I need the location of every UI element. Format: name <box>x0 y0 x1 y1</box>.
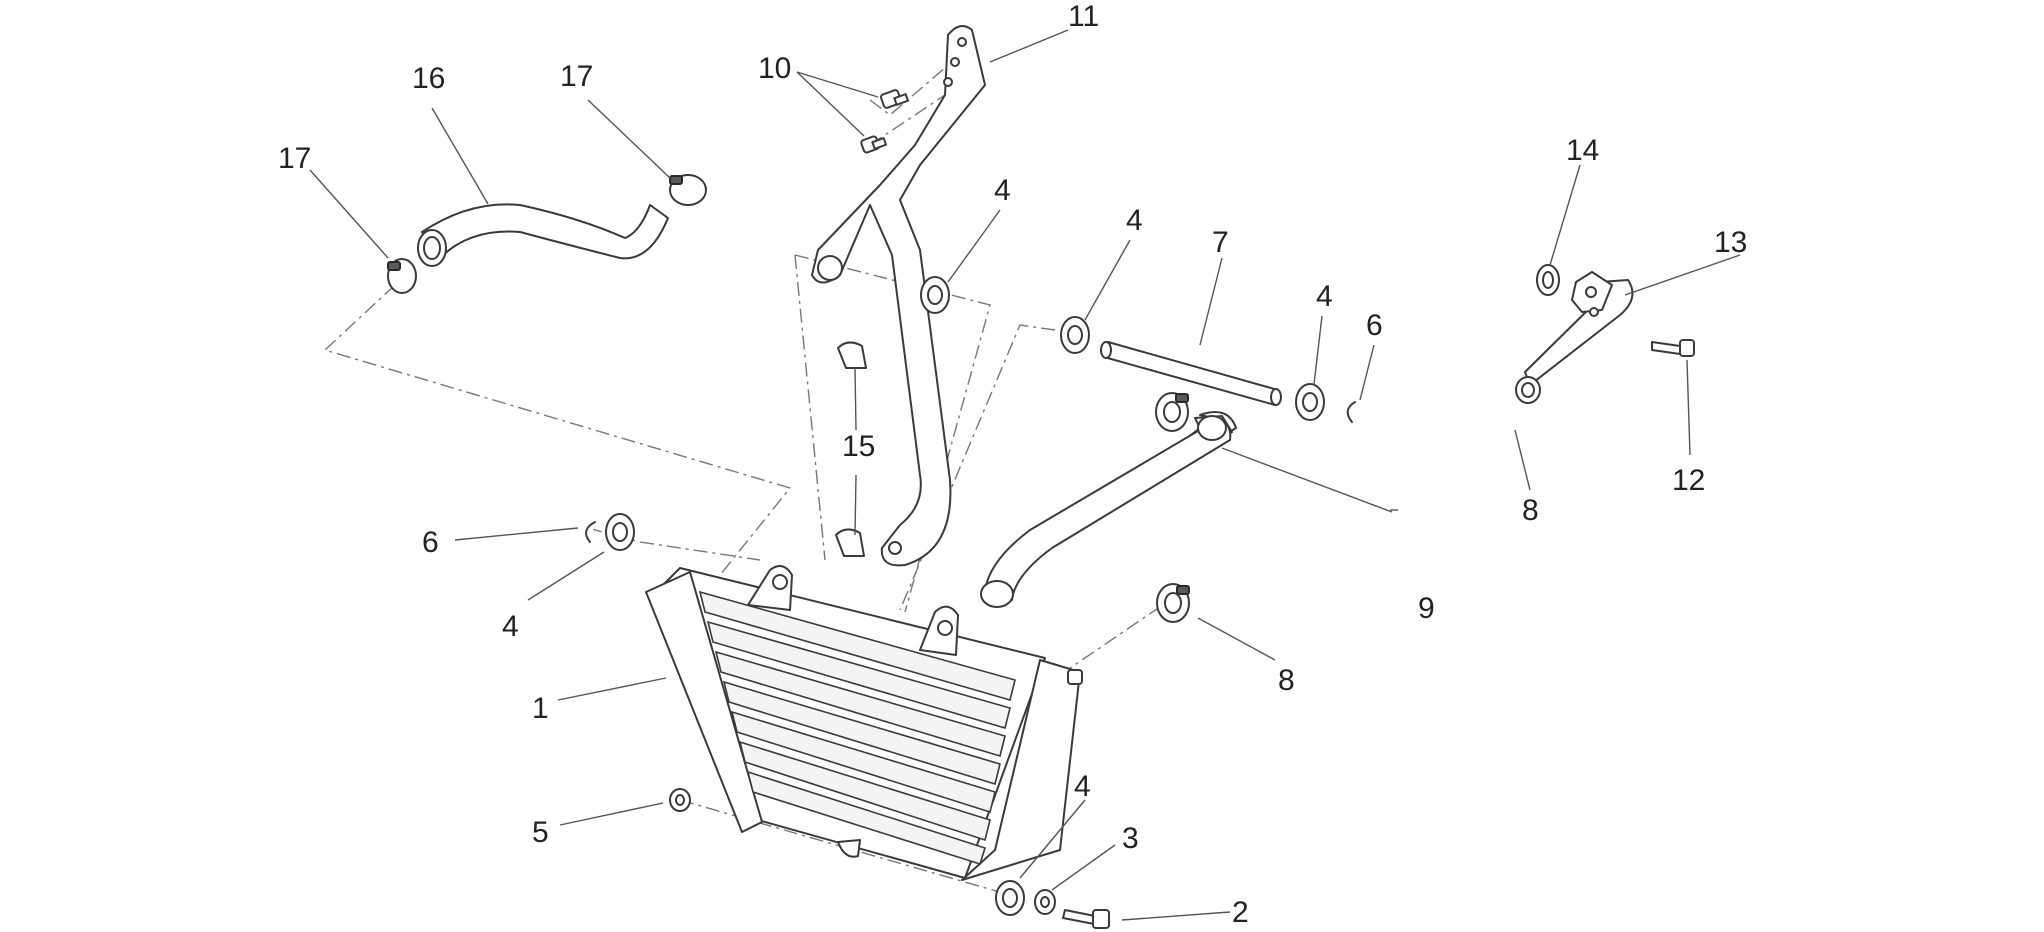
callout-4-tube-left: 4 <box>1126 204 1143 237</box>
part-tube-7 <box>1100 341 1282 406</box>
part-bracket <box>811 25 986 567</box>
part-oil-cooler <box>645 565 1083 881</box>
part-spacer-3 <box>1034 889 1056 915</box>
part-clamps-8 <box>1155 392 1190 623</box>
callout-4-tube-right: 4 <box>1316 280 1333 313</box>
callout-3: 3 <box>1122 822 1139 855</box>
callout-16: 16 <box>412 62 445 95</box>
part-pipe-13 <box>1515 271 1634 404</box>
part-hose-9 <box>980 411 1237 608</box>
callout-4-bottom: 4 <box>1074 770 1091 803</box>
callout-7: 7 <box>1212 226 1229 259</box>
callout-8-upper: 8 <box>1522 494 1539 527</box>
callout-17-left: 17 <box>278 142 311 175</box>
callout-12: 12 <box>1672 464 1705 497</box>
part-clamps-17 <box>387 174 707 294</box>
part-grommets-4 <box>605 276 1325 916</box>
part-screws-10 <box>860 89 910 154</box>
callout-14: 14 <box>1566 134 1599 167</box>
callout-2: 2 <box>1232 896 1249 929</box>
part-bolt-2 <box>1062 909 1110 929</box>
callout-11: 11 <box>1068 0 1099 33</box>
callout-6-right: 6 <box>1366 309 1383 342</box>
callout-4-cooler: 4 <box>502 610 519 643</box>
callout-13: 13 <box>1714 226 1747 259</box>
callout-10: 10 <box>758 52 791 85</box>
callout-15: 15 <box>842 430 875 463</box>
part-washer-14 <box>1536 264 1560 296</box>
part-hose-16 <box>417 203 669 267</box>
part-clips-15 <box>835 341 867 557</box>
part-bolt-12 <box>1651 339 1695 357</box>
callout-5: 5 <box>532 816 549 849</box>
callout-labels: 1 2 3 4 4 4 4 4 5 6 6 7 8 8 9 10 11 12 1… <box>278 0 1747 929</box>
callout-17-right: 17 <box>560 60 593 93</box>
callout-6-left: 6 <box>422 526 439 559</box>
leader-lines <box>309 29 1741 921</box>
part-circlips-6 <box>585 401 1356 543</box>
part-nut-5 <box>669 788 691 812</box>
callout-8-lower: 8 <box>1278 664 1295 697</box>
callout-9: 9 <box>1418 592 1435 625</box>
callout-4-bracket: 4 <box>994 174 1011 207</box>
callout-1: 1 <box>532 692 549 725</box>
